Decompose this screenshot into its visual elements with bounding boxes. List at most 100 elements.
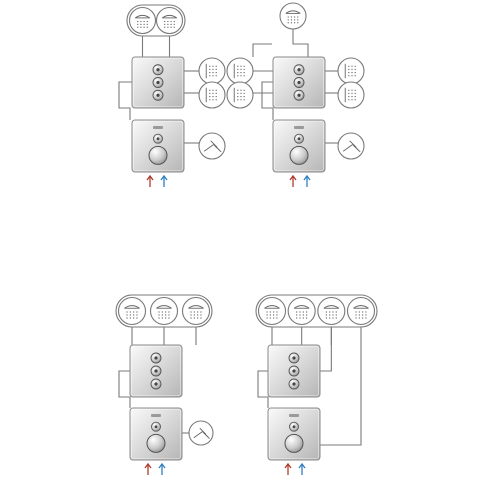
spray-dot [276, 314, 278, 316]
spray-dot [351, 95, 353, 98]
cold-water-arrow-icon [303, 174, 311, 187]
spray-dot [212, 89, 214, 91]
hand-shower-group [188, 420, 214, 446]
pipe-connection [118, 81, 132, 120]
button-indicator-icon [154, 382, 158, 386]
spray-dot [354, 92, 356, 95]
hand-shower-head [210, 140, 218, 148]
diverter-module [267, 344, 321, 398]
spray-dot [140, 23, 142, 26]
spray-dot [348, 71, 350, 74]
shower-head-arc [264, 305, 280, 309]
shower-head-arc [285, 10, 301, 14]
brand-logo [294, 126, 304, 129]
spray-dot [269, 311, 272, 313]
spray-dot [158, 311, 160, 313]
spray-dot [290, 16, 293, 18]
spray-dot [299, 311, 301, 313]
diverter-plate-highlight [131, 346, 181, 396]
spray-dot [209, 75, 211, 77]
brand-logo [153, 126, 163, 129]
spray-dot [170, 20, 172, 23]
hot-arrow-head [146, 174, 154, 181]
spray-dot [190, 317, 192, 319]
spray-dot [266, 317, 268, 319]
spray-dot [354, 99, 356, 101]
thermostat-module [129, 407, 183, 461]
head-shower-icon [149, 296, 179, 326]
spray-dot [215, 65, 217, 67]
spray-dot [266, 314, 268, 316]
spray-dot [200, 314, 202, 316]
spray-dot [290, 19, 293, 21]
spray-dot [243, 99, 245, 101]
button-indicator-icon [292, 425, 296, 429]
spray-dot [348, 65, 350, 67]
spray-dot [305, 317, 308, 319]
spray-dot [161, 311, 164, 313]
cold-water-arrow-icon [158, 462, 166, 475]
spray-dot [164, 23, 166, 26]
spray-dot [237, 92, 239, 95]
modules-layer [129, 56, 326, 461]
spray-dot [361, 314, 364, 316]
spray-dot [237, 89, 239, 91]
head-shower-icon [317, 296, 346, 326]
spray-dot [272, 311, 275, 313]
spray-dot [354, 89, 356, 91]
supply-arrows [144, 462, 166, 475]
spray-dot [143, 26, 145, 28]
shower-head-arc [162, 14, 177, 19]
button-indicator-icon [154, 425, 158, 429]
spray-dot [335, 317, 337, 319]
spray-dot [329, 314, 331, 316]
spray-dot [136, 317, 138, 319]
spray-dot [237, 75, 239, 77]
spray-dot [348, 89, 350, 91]
button-indicator-icon [292, 369, 296, 373]
spray-dot [240, 71, 242, 74]
spray-dot [209, 99, 211, 101]
spray-dot [335, 314, 337, 316]
spray-dot [355, 314, 357, 316]
head-shower-icon [117, 296, 147, 326]
spray-dot [209, 65, 211, 67]
hand-shower-handle [193, 431, 203, 439]
spray-dot [332, 311, 334, 313]
spray-dot [158, 314, 160, 316]
spray-dot [365, 311, 367, 313]
spray-dot [170, 26, 172, 28]
spray-dot [296, 311, 298, 313]
spray-dot [196, 311, 199, 313]
hot-arrow-head [284, 462, 292, 469]
cold-arrow-head [298, 462, 306, 469]
spray-dot [193, 311, 196, 313]
spray-dot [212, 65, 214, 67]
spray-dot [240, 68, 242, 71]
spray-dot [212, 99, 214, 101]
thermostat-plate-highlight [269, 409, 319, 459]
spray-dot [348, 99, 350, 101]
hot-water-arrow-icon [146, 174, 154, 187]
spray-dot [237, 65, 239, 67]
button-indicator-icon [297, 137, 301, 141]
spray-dot [164, 311, 167, 313]
spray-dot [243, 65, 245, 67]
spray-dot [240, 95, 242, 98]
spray-dot [190, 311, 192, 313]
spray-dot [351, 68, 353, 71]
spray-dot [237, 71, 239, 74]
spray-dot [237, 95, 239, 98]
spray-dot [164, 26, 166, 28]
spray-dot [146, 23, 148, 26]
spray-dot [358, 314, 361, 316]
spray-dot [200, 317, 202, 319]
button-indicator-icon [292, 382, 296, 386]
button-indicator-icon [297, 80, 301, 85]
spray-dot [358, 317, 361, 319]
hot-water-arrow-icon [289, 174, 297, 187]
overhead-shower-group [279, 2, 307, 30]
thermostat-plate-highlight [131, 409, 181, 459]
spray-dot [240, 89, 242, 91]
cold-water-arrow-icon [160, 174, 168, 187]
